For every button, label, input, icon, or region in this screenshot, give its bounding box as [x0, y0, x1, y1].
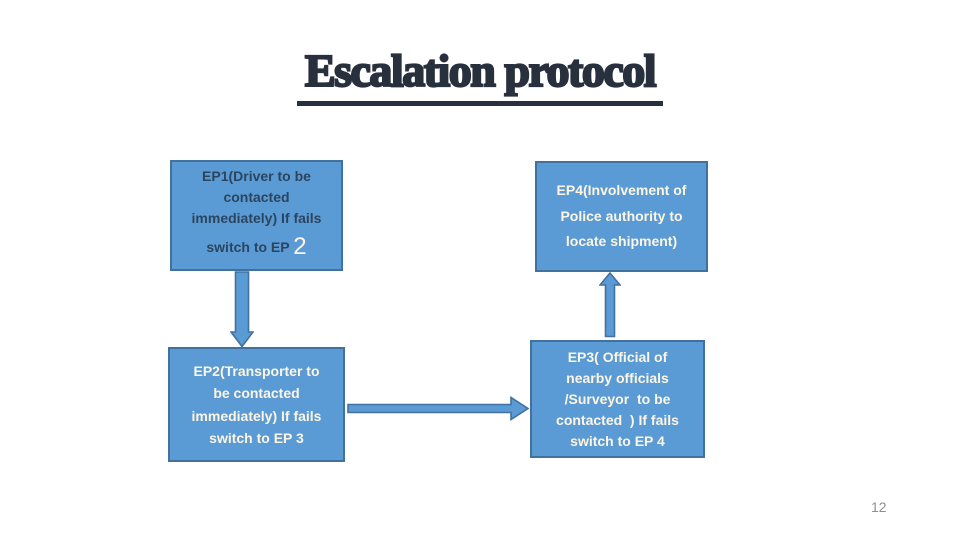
arrow-ep3-to-ep4	[599, 272, 621, 338]
arrow-ep1-to-ep2	[230, 271, 254, 348]
arrow-ep2-to-ep3	[347, 396, 530, 421]
text-line: locate shipment)	[565, 233, 678, 250]
slide-title-text: Escalation protocol	[296, 42, 664, 106]
flow-box-ep3: EP3( Official of nearby officials /Surve…	[530, 340, 705, 458]
text-line: contacted	[223, 189, 290, 205]
text-segment: switch to EP	[206, 239, 294, 255]
text-line: EP1(Driver to be	[202, 168, 311, 184]
text-line: immediately) If fails	[191, 407, 322, 424]
flow-box-ep2: EP2(Transporter to be contacted immediat…	[168, 347, 345, 462]
text-line: EP3( Official of	[567, 348, 668, 365]
text-line: EP2(Transporter to	[193, 362, 320, 379]
text-line: EP4(Involvement of	[556, 181, 687, 198]
text-line: contacted ) If fails	[556, 411, 679, 428]
text-line: be contacted	[213, 385, 300, 402]
text-line: nearby officials	[566, 369, 669, 386]
slide-title: Escalation protocol	[0, 42, 960, 111]
flow-box-ep1: EP1(Driver to be contacted immediately) …	[170, 160, 343, 271]
text-line: switch to EP 2	[206, 229, 306, 265]
text-line: Police authority to	[560, 207, 683, 224]
text-line: /Surveyor to be	[564, 390, 671, 407]
page-number: 12	[871, 499, 887, 515]
big-numeral: 2	[293, 233, 307, 260]
flow-box-ep4: EP4(Involvement of Police authority to l…	[535, 161, 708, 272]
text-line: switch to EP 4	[570, 432, 665, 449]
text-line: immediately) If fails	[191, 210, 322, 226]
text-line: switch to EP 3	[209, 429, 304, 446]
